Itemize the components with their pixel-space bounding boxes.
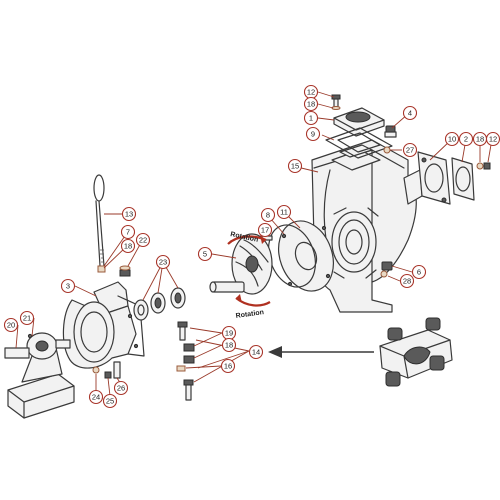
callout-16: 16 (220, 358, 236, 374)
callout-18: 18 (221, 337, 237, 353)
drain-plug-27 (383, 146, 391, 154)
callout-label: 15 (291, 162, 299, 171)
bearings (133, 287, 186, 321)
callout-label: 12 (307, 88, 315, 97)
callout-label: 18 (225, 341, 233, 350)
drain-plug-6 (380, 261, 393, 278)
callout-label: 19 (225, 329, 233, 338)
callout-27: 27 (402, 142, 418, 158)
callout-26: 26 (113, 380, 129, 396)
callout-18: 18 (120, 238, 136, 254)
callout-1: 1 (303, 110, 319, 126)
callout-2: 2 (458, 131, 474, 147)
callout-label: 4 (408, 109, 412, 118)
discharge-bolt (476, 162, 491, 170)
callout-4: 4 (402, 105, 418, 121)
top-bolt (331, 94, 341, 110)
callout-8: 8 (260, 207, 276, 223)
callout-24: 24 (88, 389, 104, 405)
callout-label: 13 (125, 210, 133, 219)
callout-19: 19 (221, 325, 237, 341)
discharge-gasket (451, 157, 475, 201)
callout-21: 21 (19, 310, 35, 326)
callout-label: 23 (159, 258, 167, 267)
callout-11: 11 (276, 204, 292, 220)
fill-plug (384, 125, 397, 138)
callout-25: 25 (102, 393, 118, 409)
callout-10: 10 (444, 131, 460, 147)
callout-label: 22 (139, 236, 147, 245)
wear-plate (278, 220, 334, 292)
suction-flange (333, 107, 385, 137)
callout-14: 14 (248, 344, 264, 360)
callout-15: 15 (287, 158, 303, 174)
callout-12: 12 (485, 131, 500, 147)
callout-17: 17 (257, 222, 273, 238)
callout-label: 20 (7, 321, 15, 330)
adapter-bolts (176, 321, 195, 401)
callout-label: 2 (464, 135, 468, 144)
callout-label: 24 (92, 393, 100, 402)
motor-pedestal (4, 332, 75, 419)
callout-23: 23 (155, 254, 171, 270)
callout-label: 18 (307, 100, 315, 109)
callout-5: 5 (197, 246, 213, 262)
callout-9: 9 (305, 126, 321, 142)
callout-6: 6 (411, 264, 427, 280)
callout-7: 7 (120, 224, 136, 240)
callout-28: 28 (399, 273, 415, 289)
callout-label: 18 (124, 242, 132, 251)
callout-label: 27 (406, 146, 414, 155)
callout-label: 18 (476, 135, 484, 144)
callout-20: 20 (3, 317, 19, 333)
callout-label: 14 (252, 348, 260, 357)
reference-arrow (268, 346, 374, 358)
lifting-eye (93, 174, 105, 267)
callout-label: 10 (448, 135, 456, 144)
callout-18: 18 (303, 96, 319, 112)
callout-label: 8 (266, 211, 270, 220)
set-screw (97, 265, 131, 277)
callout-label: 28 (403, 277, 411, 286)
impeller (209, 233, 273, 295)
callout-12: 12 (303, 84, 319, 100)
callout-label: 26 (117, 384, 125, 393)
leader-lines (15, 91, 493, 397)
callout-label: 17 (261, 226, 269, 235)
callout-label: 11 (280, 208, 288, 217)
bearing-housing (62, 281, 145, 369)
callout-label: 7 (126, 228, 130, 237)
callout-3: 3 (60, 278, 76, 294)
flange-gasket (325, 127, 393, 159)
callout-label: 1 (309, 114, 313, 123)
callout-label: 25 (106, 397, 114, 406)
callout-label: 5 (203, 250, 207, 259)
coupling-inset (379, 317, 453, 387)
rotation-label-bottom: Rotation (235, 309, 264, 320)
callout-18: 18 (472, 131, 488, 147)
callout-label: 16 (224, 362, 232, 371)
discharge-flange (417, 151, 451, 205)
callout-22: 22 (135, 232, 151, 248)
callout-label: 3 (66, 282, 70, 291)
callout-label: 21 (23, 314, 31, 323)
callout-label: 6 (417, 268, 421, 277)
callout-label: 12 (489, 135, 497, 144)
callout-label: 9 (311, 130, 315, 139)
callout-13: 13 (121, 206, 137, 222)
